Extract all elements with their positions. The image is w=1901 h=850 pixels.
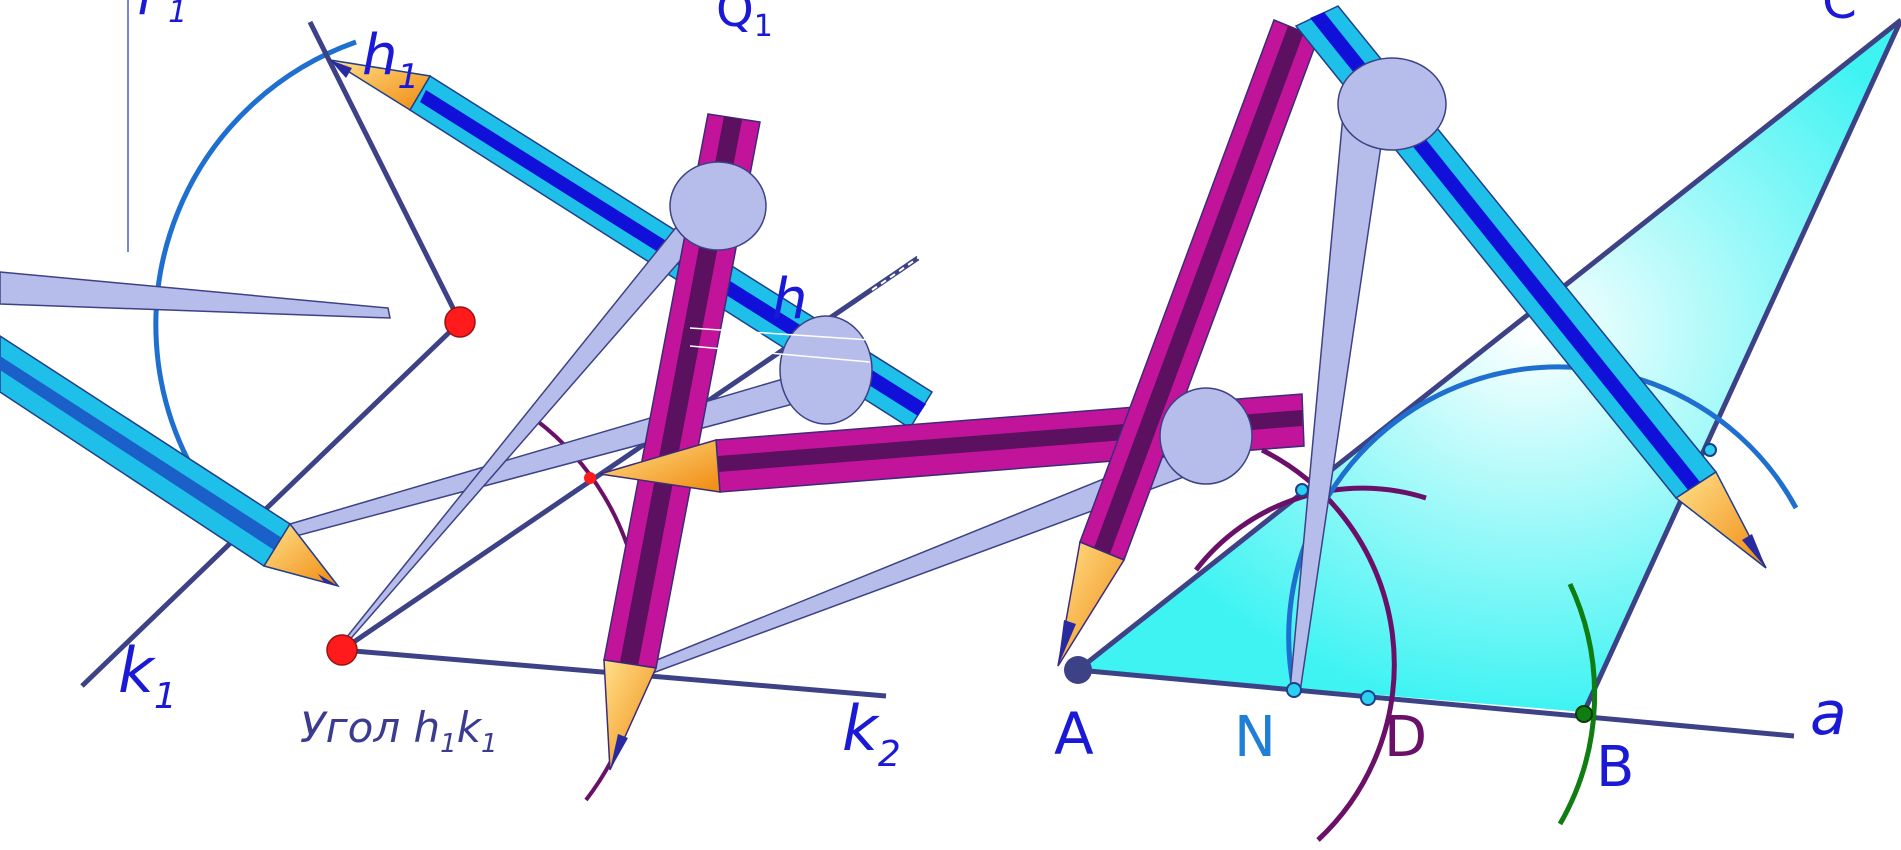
compass-head bbox=[669, 161, 767, 251]
label-q1: Q1 bbox=[716, 0, 773, 44]
label-c: C bbox=[1822, 0, 1857, 30]
arc-intersection-point bbox=[584, 472, 596, 484]
label-d: D bbox=[1384, 705, 1427, 770]
label-k2: k2 bbox=[842, 692, 901, 775]
side-ac bbox=[1076, 18, 1901, 672]
ray-h1 bbox=[307, 20, 463, 324]
label-h: h bbox=[772, 267, 808, 332]
ray-h-dash bbox=[871, 257, 919, 291]
side-bc bbox=[1581, 18, 1901, 714]
compass-highlight bbox=[689, 327, 871, 341]
arc-green bbox=[1557, 582, 1598, 826]
compass-highlight bbox=[689, 345, 871, 363]
triangle-abc bbox=[1078, 20, 1901, 712]
label-n: N bbox=[1234, 705, 1276, 770]
pencil-magenta-vertical bbox=[603, 113, 761, 771]
label-b: B bbox=[1596, 735, 1634, 800]
point-d bbox=[1360, 690, 1376, 706]
compass-leg bbox=[0, 271, 391, 319]
vertex-point-bottom bbox=[326, 634, 358, 666]
label-a: A bbox=[1054, 700, 1094, 768]
arc-blue-right bbox=[1286, 364, 1799, 691]
ray-k1 bbox=[80, 320, 462, 688]
arc-point bbox=[1295, 483, 1309, 497]
point-n bbox=[1286, 682, 1302, 698]
left-figure: P1 Q1 h1 h k1 k2 Угол h1k1 bbox=[0, 0, 1305, 802]
label-line-a: a bbox=[1810, 679, 1847, 749]
pencil-magenta-right bbox=[1057, 19, 1319, 667]
point-b bbox=[1575, 705, 1593, 723]
point-a bbox=[1064, 656, 1092, 684]
angle-caption: Угол h1k1 bbox=[300, 703, 498, 759]
line-a bbox=[1077, 667, 1795, 739]
label-k1: k1 bbox=[118, 634, 177, 717]
arc-point bbox=[1703, 443, 1717, 457]
arc-purple-top bbox=[1194, 485, 1427, 572]
label-p1: P1 bbox=[138, 0, 187, 30]
compass-head bbox=[779, 315, 873, 425]
vertex-point-top bbox=[444, 306, 476, 338]
compass-head bbox=[1159, 387, 1253, 485]
pencil-blue-left bbox=[0, 335, 340, 588]
right-figure: A N D B C a bbox=[1054, 0, 1901, 842]
arc-blue-left bbox=[153, 39, 357, 462]
compass-head bbox=[1337, 57, 1447, 151]
label-h1: h1 bbox=[362, 23, 419, 97]
